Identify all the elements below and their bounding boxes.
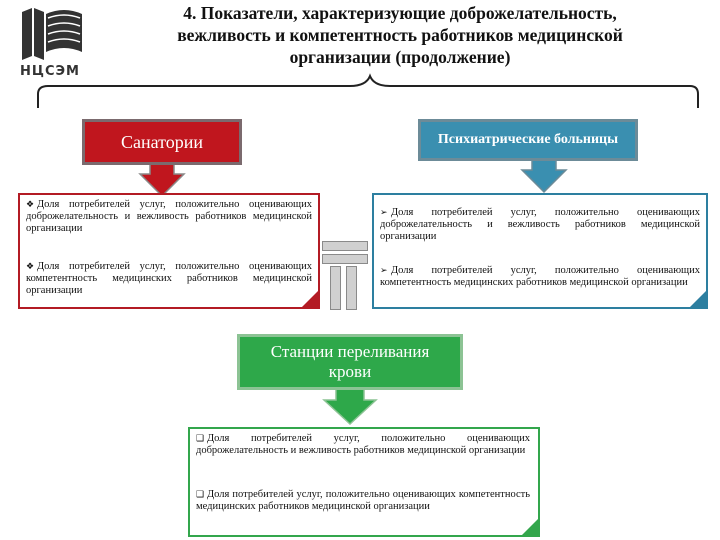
blood-item-1: ❑Доля потребителей услуг, положительно о… bbox=[196, 433, 530, 456]
title-line-2: вежливость и компетентность работников м… bbox=[177, 25, 623, 45]
page-fold-icon bbox=[688, 289, 708, 309]
sanatorii-item-1: ❖Доля потребителей услуг, положительно о… bbox=[26, 199, 312, 234]
sanatorii-item-2: ❖Доля потребителей услуг, положительно о… bbox=[26, 261, 312, 296]
blue-down-arrow-icon bbox=[520, 158, 568, 194]
parallel-left-bar bbox=[330, 266, 341, 310]
blood-item-2: ❑Доля потребителей услуг, положительно о… bbox=[196, 489, 530, 512]
blood-header-line-2: крови bbox=[328, 362, 372, 381]
blood-header-line-1: Станции переливания bbox=[270, 342, 430, 361]
logo-text: НЦСЭМ bbox=[20, 64, 80, 79]
psych-header: Психиатрические больницы bbox=[418, 119, 638, 161]
title-line-3: организации (продолжение) bbox=[289, 47, 511, 67]
title-line-1: 4. Показатели, характеризующие доброжела… bbox=[183, 3, 617, 23]
checkbox-square-icon: ❑ bbox=[196, 490, 205, 500]
diamond-cluster-icon: ❖ bbox=[26, 262, 35, 272]
sanatorii-header: Санатории bbox=[82, 119, 242, 165]
sanatorii-box: ❖Доля потребителей услуг, положительно о… bbox=[18, 193, 320, 309]
blood-header: Станции переливания крови bbox=[237, 334, 463, 390]
grouping-brace bbox=[37, 73, 699, 108]
page-fold-icon bbox=[520, 517, 540, 537]
green-down-arrow-icon bbox=[322, 386, 378, 426]
page-fold-icon bbox=[300, 289, 320, 309]
page-title: 4. Показатели, характеризующие доброжела… bbox=[100, 2, 700, 68]
parallel-right-bar bbox=[346, 266, 357, 310]
psych-item-1: ➢Доля потребителей услуг, положительно о… bbox=[380, 207, 700, 242]
blood-box: ❑Доля потребителей услуг, положительно о… bbox=[188, 427, 540, 537]
arrowhead-icon: ➢ bbox=[380, 266, 388, 276]
equals-bottom-bar bbox=[322, 254, 368, 264]
psych-item-2: ➢Доля потребителей услуг, положительно о… bbox=[380, 265, 700, 288]
diamond-cluster-icon: ❖ bbox=[26, 200, 35, 210]
equals-top-bar bbox=[322, 241, 368, 251]
checkbox-square-icon: ❑ bbox=[196, 434, 205, 444]
ncsem-logo-icon bbox=[22, 8, 82, 60]
arrowhead-icon: ➢ bbox=[380, 208, 388, 218]
psych-box: ➢Доля потребителей услуг, положительно о… bbox=[372, 193, 708, 309]
